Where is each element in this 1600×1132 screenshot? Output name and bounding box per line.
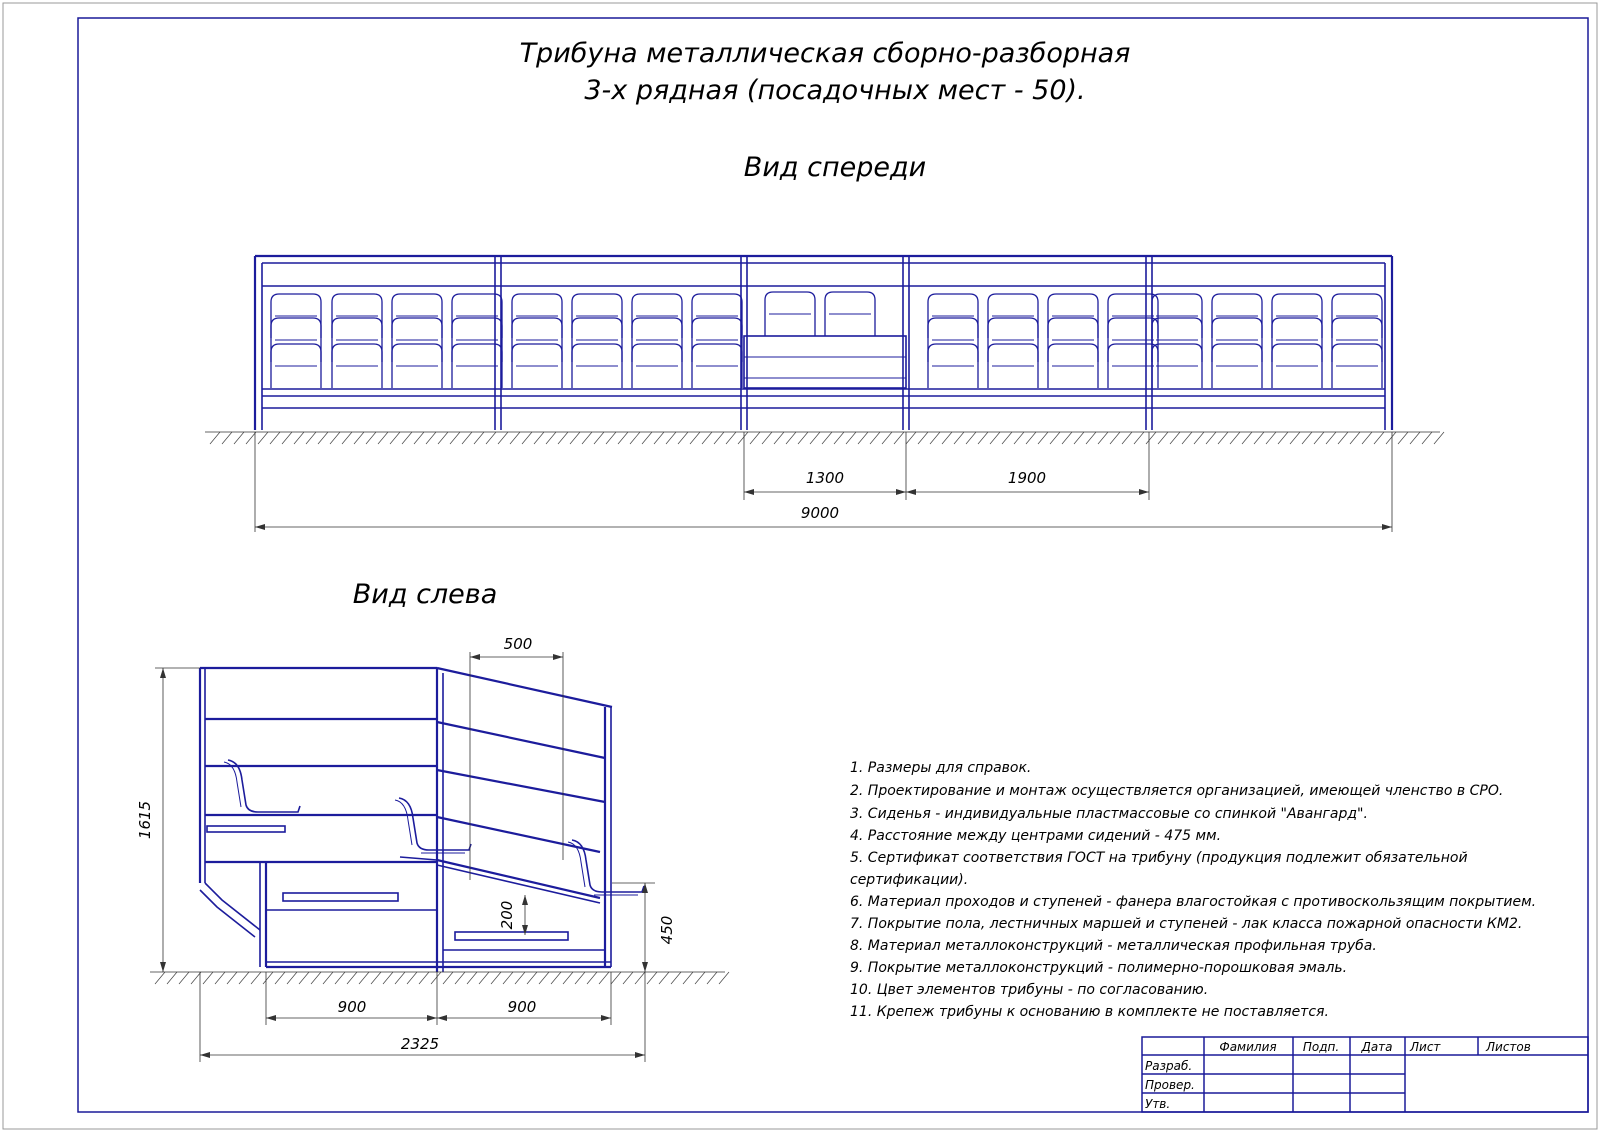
front-seat xyxy=(691,317,743,362)
front-seat xyxy=(927,293,979,338)
front-seat xyxy=(391,343,443,388)
front-seat xyxy=(571,317,623,362)
side-seat xyxy=(571,839,645,893)
dim-side-depth1: 900 xyxy=(338,998,367,1016)
note-line: 5. Сертификат соответствия ГОСТ на трибу… xyxy=(850,850,1468,866)
note-line: 10. Цвет элементов трибуны - по согласов… xyxy=(850,982,1208,998)
note-line: 11. Крепеж трибуны к основанию в комплек… xyxy=(850,1004,1329,1020)
front-view xyxy=(205,254,1445,445)
front-seat xyxy=(927,317,979,362)
title-block xyxy=(1141,1036,1589,1113)
note-line: 3. Сиденья - индивидуальные пластмассовы… xyxy=(850,806,1368,822)
front-seat xyxy=(1211,317,1263,362)
note-line: 6. Материал проходов и ступеней - фанера… xyxy=(850,894,1536,910)
tb-header-sheet: Лист xyxy=(1409,1040,1441,1054)
front-seat xyxy=(331,317,383,362)
front-dimensions xyxy=(254,432,1393,532)
note-line: 7. Покрытие пола, лестничных маршей и ст… xyxy=(850,916,1522,932)
title-line2: 3-х рядная (посадочных мест - 50). xyxy=(584,75,1085,106)
note-line: 9. Покрытие металлоконструкций - полимер… xyxy=(850,960,1347,976)
left-view xyxy=(150,666,730,985)
note-line: 8. Материал металлоконструкций - металли… xyxy=(850,938,1377,954)
note-line: сертификации). xyxy=(850,872,968,888)
front-seat xyxy=(451,317,503,362)
tb-header-date: Дата xyxy=(1360,1040,1392,1054)
front-seat xyxy=(391,293,443,338)
front-seat xyxy=(270,317,322,362)
note-line: 2. Проектирование и монтаж осуществляетс… xyxy=(850,783,1503,799)
tb-header-surname: Фамилия xyxy=(1219,1040,1276,1054)
front-seat xyxy=(1047,293,1099,338)
front-seat xyxy=(927,343,979,388)
front-seat xyxy=(631,293,683,338)
front-seat xyxy=(1331,343,1383,388)
front-seat xyxy=(691,343,743,388)
dim-side-total: 2325 xyxy=(401,1035,439,1053)
dim-front-total: 9000 xyxy=(801,504,839,522)
front-seat xyxy=(1211,293,1263,338)
front-seat xyxy=(1271,317,1323,362)
tb-header-sheets: Листов xyxy=(1485,1040,1531,1054)
tb-row-checked: Провер. xyxy=(1145,1078,1195,1092)
notes: 1. Размеры для справок. 2. Проектировани… xyxy=(850,760,1536,1020)
front-seat xyxy=(631,317,683,362)
tb-header-sign: Подп. xyxy=(1303,1040,1339,1054)
front-seat xyxy=(764,291,816,336)
front-seat xyxy=(331,343,383,388)
dim-side-seat-h: 450 xyxy=(658,916,676,945)
front-seat xyxy=(391,317,443,362)
front-seat xyxy=(451,343,503,388)
dim-side-step: 500 xyxy=(504,635,533,653)
dim-side-riser: 200 xyxy=(498,901,516,930)
front-seat xyxy=(987,343,1039,388)
front-seat xyxy=(1211,343,1263,388)
front-seat xyxy=(1271,343,1323,388)
front-seat xyxy=(1151,343,1203,388)
side-seat xyxy=(398,797,472,851)
front-seat xyxy=(1047,317,1099,362)
note-line: 1. Размеры для справок. xyxy=(850,760,1031,776)
front-seat xyxy=(451,293,503,338)
front-seat xyxy=(631,343,683,388)
front-seat xyxy=(511,293,563,338)
front-seat xyxy=(571,343,623,388)
front-seat xyxy=(691,293,743,338)
front-seat xyxy=(1151,293,1203,338)
front-seat xyxy=(1331,317,1383,362)
tb-row-developed: Разраб. xyxy=(1145,1059,1192,1073)
note-line: 4. Расстояние между центрами сидений - 4… xyxy=(850,828,1221,844)
front-seat xyxy=(270,343,322,388)
side-dimensions xyxy=(155,652,655,1062)
front-seat xyxy=(511,317,563,362)
dim-side-depth2: 900 xyxy=(508,998,537,1016)
tb-row-approved: Утв. xyxy=(1145,1097,1170,1111)
dim-front-mid: 1300 xyxy=(806,469,844,487)
front-seat xyxy=(1271,293,1323,338)
front-view-label: Вид спереди xyxy=(744,152,926,183)
front-seat xyxy=(1151,317,1203,362)
left-view-label: Вид слева xyxy=(353,579,498,610)
front-seat xyxy=(1107,343,1159,388)
front-seat xyxy=(270,293,322,338)
front-seat xyxy=(1047,343,1099,388)
front-seat xyxy=(1107,317,1159,362)
drawing-frame xyxy=(77,17,1589,1113)
front-seat xyxy=(1331,293,1383,338)
side-seat xyxy=(227,759,301,813)
front-seat xyxy=(331,293,383,338)
front-seat xyxy=(824,291,876,336)
dim-side-height: 1615 xyxy=(136,801,154,839)
front-seat xyxy=(511,343,563,388)
front-seat xyxy=(987,317,1039,362)
front-seat xyxy=(1107,293,1159,338)
dim-front-section: 1900 xyxy=(1008,469,1046,487)
front-seat xyxy=(571,293,623,338)
front-seat xyxy=(987,293,1039,338)
title-line1: Трибуна металлическая сборно-разборная xyxy=(520,38,1131,69)
